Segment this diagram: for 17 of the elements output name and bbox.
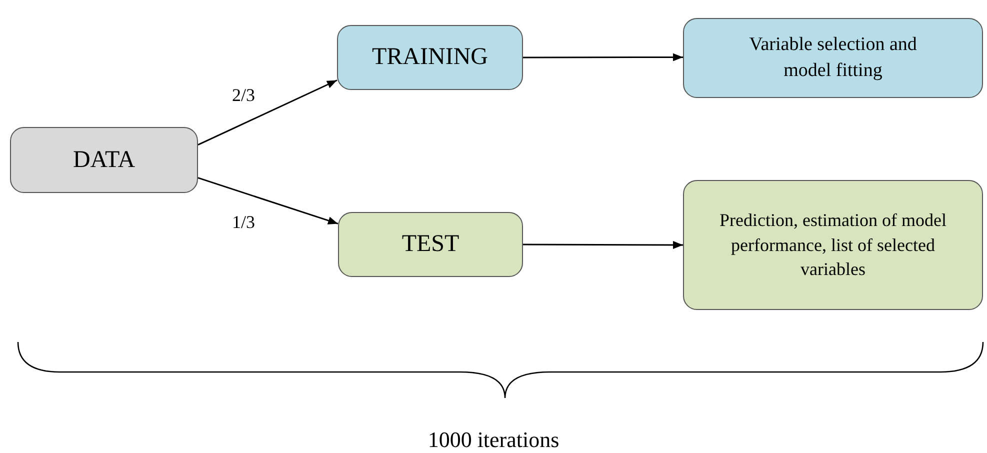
box-text: TEST: [402, 230, 460, 259]
edge-label: 2/3: [232, 86, 256, 104]
arrow: [198, 80, 338, 146]
box-text: TRAINING: [372, 43, 488, 72]
process-box: [10, 127, 198, 193]
process-box: [683, 180, 983, 310]
process-box: [337, 25, 523, 90]
arrow: [198, 177, 338, 224]
arrow: [523, 53, 683, 62]
process-box: [338, 212, 523, 277]
box-text: DATA: [72, 146, 136, 174]
box-text: Prediction, estimation of model performance, list of selected variables: [718, 208, 948, 282]
process-box: [683, 18, 983, 98]
iterations-note: 1000 iterations: [426, 426, 560, 453]
edge-label: 1/3: [232, 213, 256, 231]
box-text: Variable selection and model fitting: [748, 32, 918, 83]
arrow: [523, 240, 683, 249]
